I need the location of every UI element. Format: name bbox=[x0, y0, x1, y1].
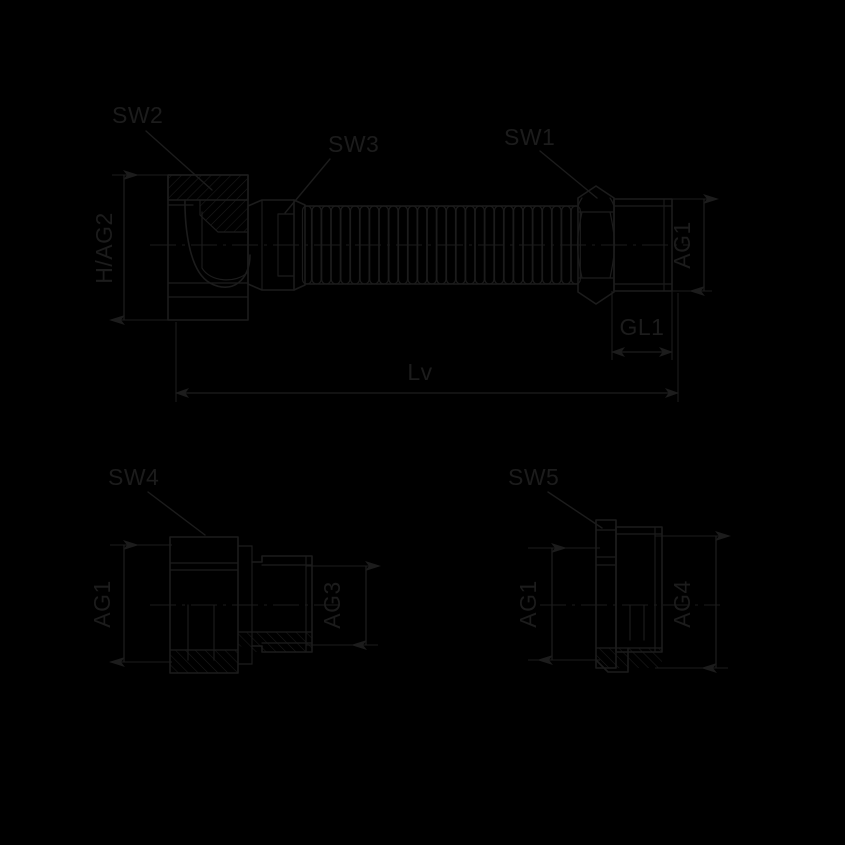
callout-sw5: SW5 bbox=[508, 464, 603, 529]
elbow-bore-inner-bottom bbox=[201, 267, 249, 281]
sw4-label: SW4 bbox=[108, 464, 159, 490]
sw1-label: SW1 bbox=[504, 124, 555, 150]
dimension-h-ag2: H/AG2 bbox=[91, 170, 170, 325]
callout-sw3: SW3 bbox=[284, 131, 379, 214]
callout-sw1: SW1 bbox=[504, 124, 598, 199]
ag3-label: AG3 bbox=[319, 581, 345, 629]
detail-view-sw5: AG1 AG4 SW5 bbox=[508, 464, 731, 673]
ag1-left-detail-label: AG1 bbox=[89, 580, 115, 628]
corrugated-hose bbox=[301, 205, 581, 285]
sw4-leader bbox=[147, 491, 206, 536]
sw5-leader bbox=[547, 491, 603, 529]
ag3-section-hatch bbox=[238, 632, 312, 652]
sw1-arc-left bbox=[576, 211, 583, 279]
sw5-section-outline bbox=[595, 647, 629, 673]
sw3-leader bbox=[284, 158, 331, 214]
sw4-section-hatch bbox=[170, 650, 238, 673]
hose-convolution bbox=[570, 205, 581, 285]
h-ag2-label: H/AG2 bbox=[91, 212, 117, 284]
elbow-cap-hatch bbox=[168, 175, 248, 200]
ag4-label: AG4 bbox=[669, 580, 695, 628]
sw1-arc-tl bbox=[577, 197, 583, 213]
elbow-sleeve-hatch bbox=[200, 200, 248, 232]
elbow-sleeve-outline bbox=[199, 199, 249, 233]
sw3-shoulder bbox=[293, 199, 306, 291]
sw4-collar bbox=[237, 545, 253, 665]
hex-nut-sw1 bbox=[576, 185, 616, 305]
dimension-ag1-right-detail: AG1 bbox=[515, 543, 600, 665]
callout-sw2: SW2 bbox=[112, 102, 213, 191]
hex-nut-sw3 bbox=[247, 199, 306, 291]
main-assembly-view: H/AG2 AG1 GL1 Lv SW2 bbox=[91, 102, 719, 402]
dimension-ag4: AG4 bbox=[655, 531, 731, 673]
sw3-label: SW3 bbox=[328, 131, 379, 157]
dimension-gl1: GL1 bbox=[611, 291, 673, 360]
gl1-label: GL1 bbox=[620, 314, 665, 340]
sw2-label: SW2 bbox=[112, 102, 163, 128]
sw2-leader bbox=[145, 130, 213, 191]
detail-view-sw4: AG1 AG3 SW4 bbox=[89, 464, 381, 674]
sw5-section-hatch bbox=[596, 648, 662, 668]
ag1-main-label: AG1 bbox=[669, 221, 695, 269]
dimension-ag1-left-detail: AG1 bbox=[89, 540, 172, 667]
dimension-ag3: AG3 bbox=[306, 561, 381, 650]
sw1-leader bbox=[539, 150, 598, 199]
hose-convolutions bbox=[301, 205, 581, 285]
sw5-label: SW5 bbox=[508, 464, 559, 490]
dimension-lv: Lv bbox=[175, 293, 679, 402]
lv-label: Lv bbox=[407, 359, 432, 385]
callout-sw4: SW4 bbox=[108, 464, 206, 536]
ag1-right-detail-label: AG1 bbox=[515, 580, 541, 628]
sw1-body bbox=[577, 185, 615, 305]
dimension-ag1-main: AG1 bbox=[669, 194, 719, 296]
